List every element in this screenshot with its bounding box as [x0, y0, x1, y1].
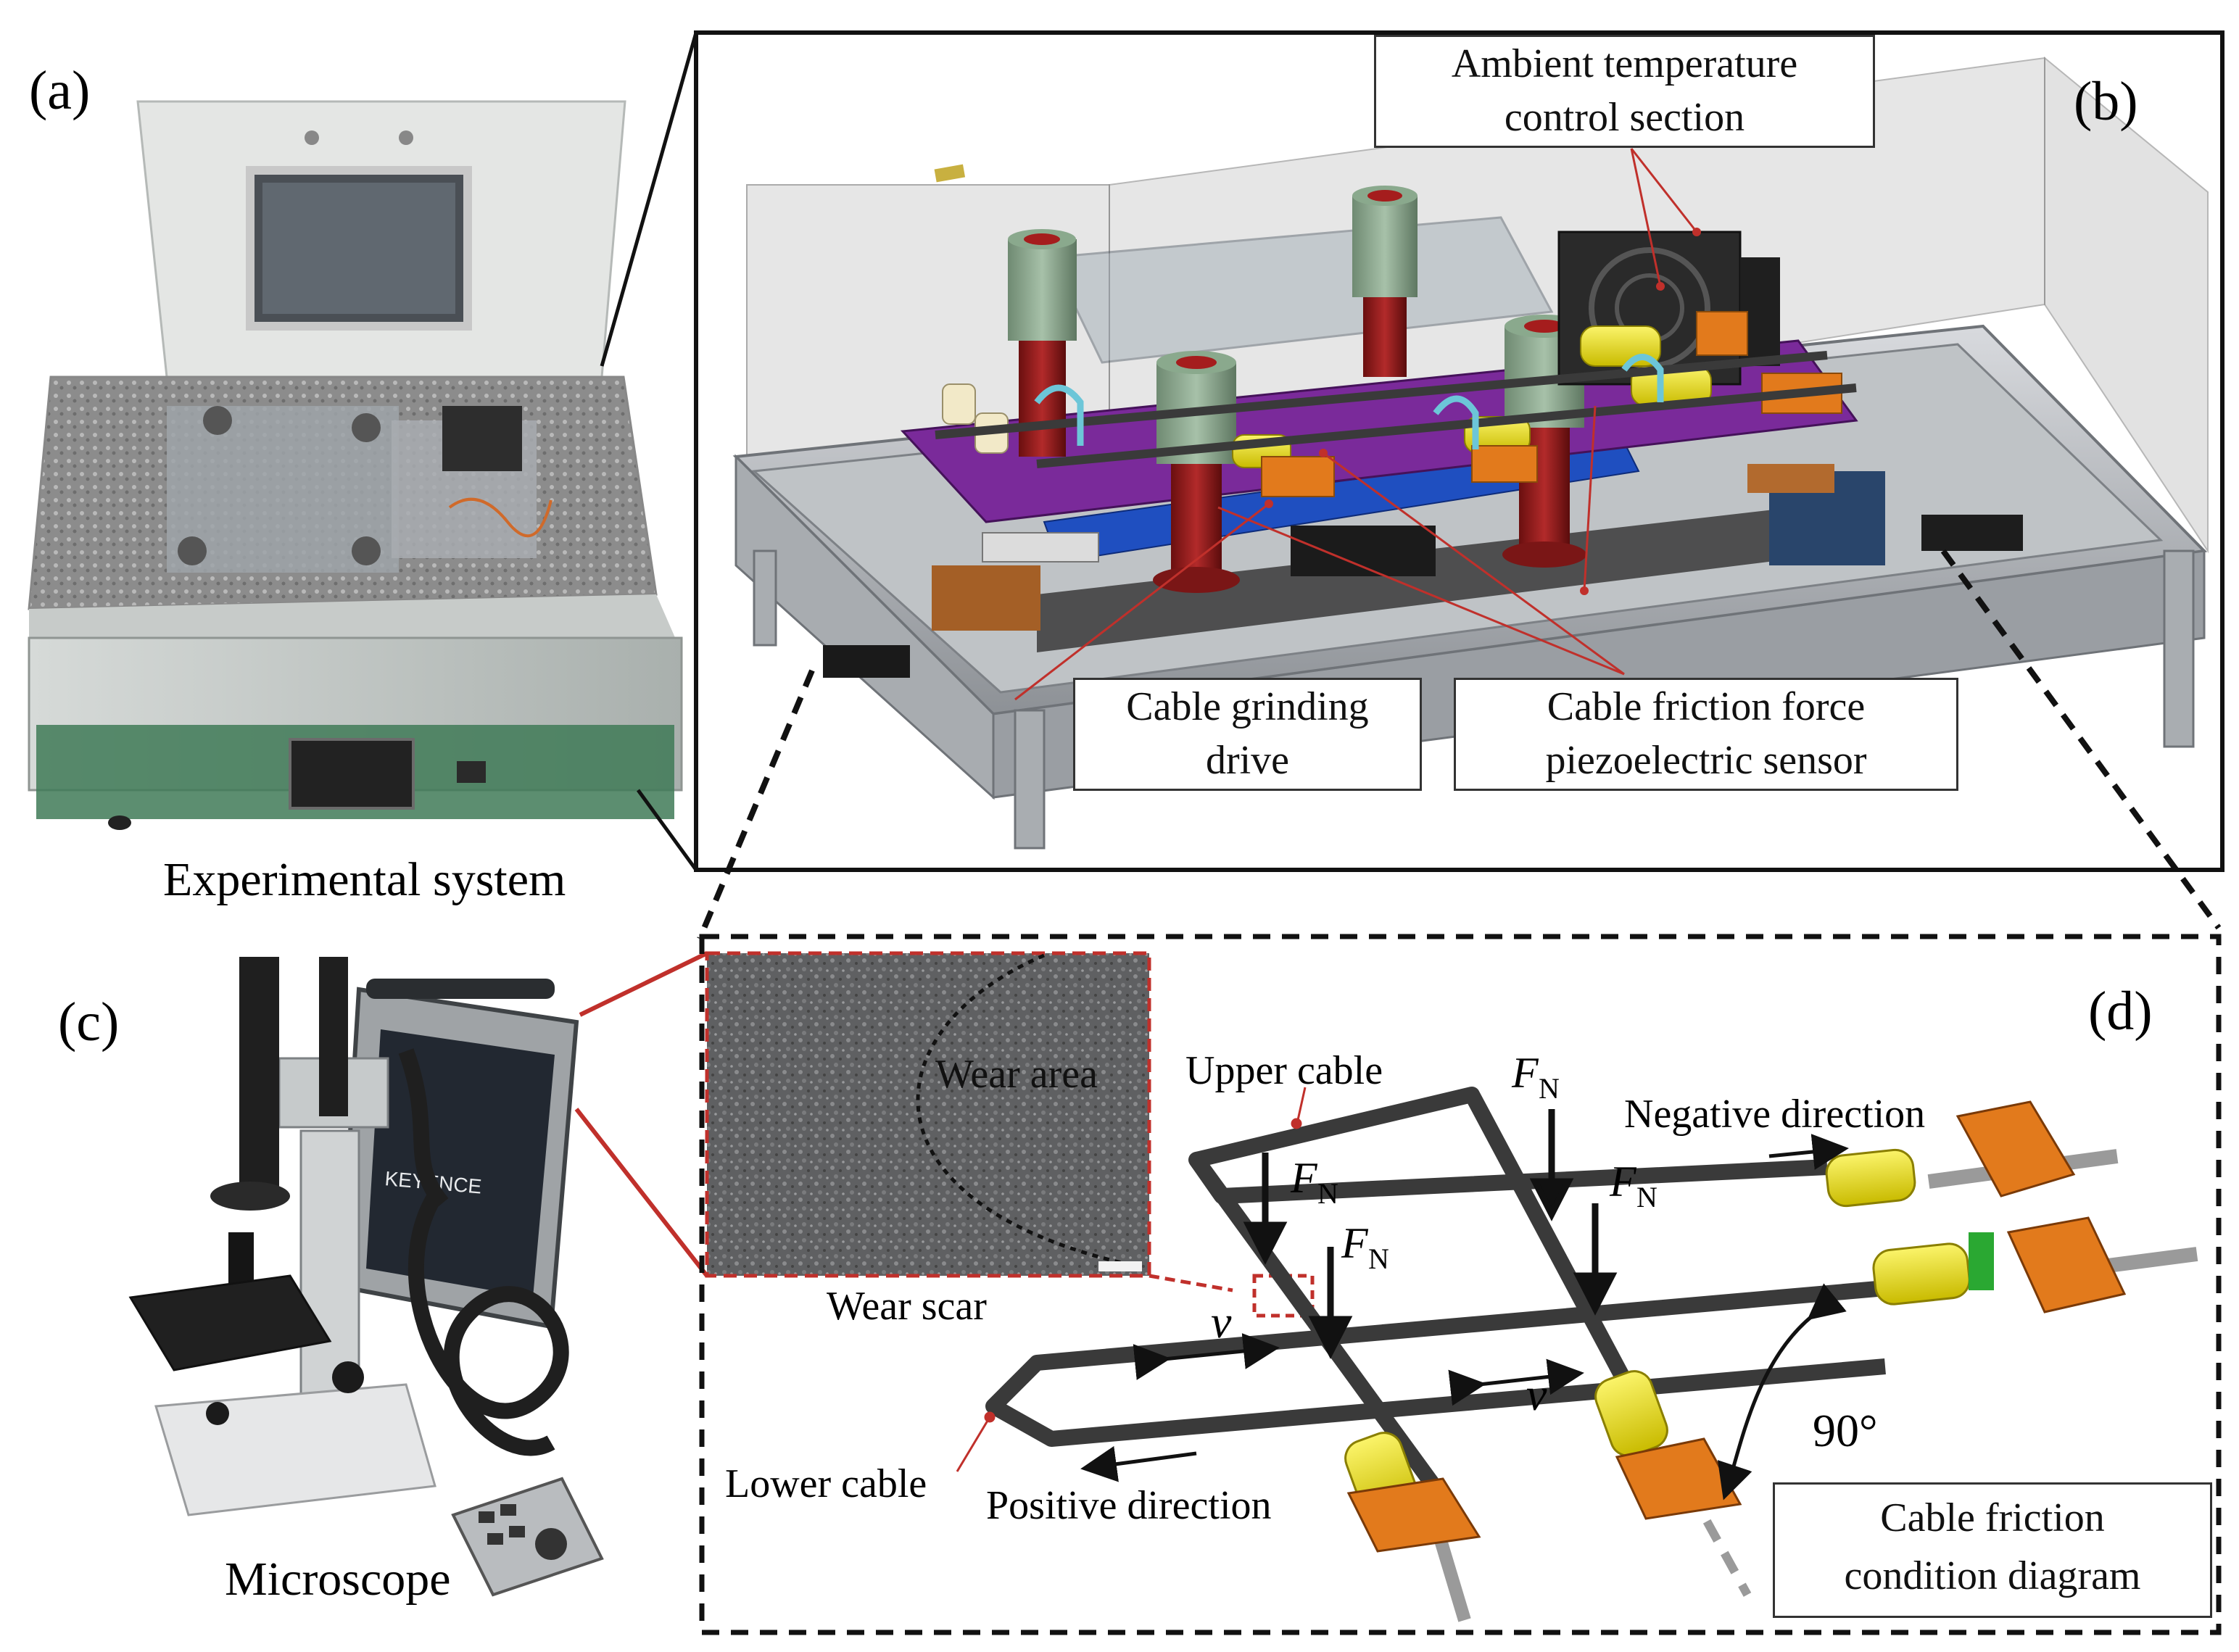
magnify-connector-bottom [574, 1108, 709, 1277]
cable-geometry [956, 1087, 2198, 1622]
label-wear-scar: Wear scar [827, 1284, 987, 1329]
bracket-lower-right [2006, 1216, 2127, 1313]
normal-force-labels: F N F N F N F N [1290, 1049, 1657, 1275]
callout-diagram-line1: Cable friction [1880, 1495, 2105, 1540]
green-ring-right [1969, 1232, 1994, 1290]
label-wear-area: Wear area [935, 1052, 1098, 1097]
panel-letter-a: (a) [29, 60, 90, 121]
wear-link-line [1149, 1274, 1233, 1292]
label-positive-direction: Positive direction [986, 1483, 1272, 1528]
callout-ambient-line2: control section [1504, 95, 1745, 140]
bracket-bottom-left [1346, 1477, 1481, 1553]
callout-ambient-line1: Ambient temperature [1451, 41, 1798, 86]
label-angle: 90° [1813, 1405, 1878, 1456]
fn-subscript-4: N [1368, 1242, 1389, 1275]
fn-symbol-4: F [1341, 1219, 1369, 1267]
fn-subscript-3: N [1636, 1181, 1657, 1213]
label-upper-cable: Upper cable [1185, 1048, 1383, 1093]
callout-grinding-line1: Cable grinding [1126, 684, 1369, 729]
wear-area-micrograph [705, 951, 1151, 1278]
zoom-connector-bottom [636, 789, 698, 871]
3d-model-render [732, 56, 2209, 850]
caption-experimental-system: Experimental system [163, 853, 566, 906]
callout-friction-line2: piezoelectric sensor [1545, 738, 1867, 783]
zoom-dashed-right [1940, 549, 2222, 930]
fn-symbol-3: F [1609, 1158, 1637, 1205]
callout-diagram-line2: condition diagram [1844, 1553, 2141, 1598]
callout-grinding-line2: drive [1205, 738, 1290, 783]
coupler-lower-right [1872, 1242, 1971, 1306]
microscope-photo: KEYENCE [128, 957, 604, 1597]
panel-letter-c: (c) [58, 992, 119, 1053]
velocity-label-right: v [1526, 1369, 1547, 1420]
magnify-connector-top [579, 951, 708, 1017]
panel-d-frame [699, 934, 2222, 1635]
callout-cable-grinding-drive: Cable grinding drive [1073, 678, 1422, 791]
panel-letter-b: (b) [2074, 71, 2138, 132]
fn-symbol-2: F [1290, 1154, 1318, 1202]
zoom-connector-top [600, 32, 698, 367]
lower-cable [985, 1275, 1944, 1447]
label-negative-direction: Negative direction [1624, 1092, 1925, 1137]
callout-ambient-temperature: Ambient temperature control section [1374, 35, 1875, 148]
panel-letter-d: (d) [2088, 981, 2153, 1042]
callout-friction-line1: Cable friction force [1547, 684, 1866, 729]
label-lower-cable: Lower cable [725, 1461, 927, 1506]
fn-subscript-2: N [1317, 1177, 1338, 1210]
fn-subscript-1: N [1539, 1072, 1560, 1105]
caption-microscope: Microscope [225, 1553, 451, 1606]
coupler-upper-right [1825, 1148, 1916, 1208]
experimental-system-photo [28, 100, 683, 830]
callout-friction-force-sensor: Cable friction force piezoelectric senso… [1454, 678, 1958, 791]
bracket-upper-right [1955, 1100, 2076, 1198]
velocity-label-left: v [1211, 1296, 1232, 1348]
zoom-dashed-left [697, 669, 815, 940]
bracket-bottom-right [1615, 1437, 1742, 1520]
callout-condition-diagram: Cable friction condition diagram [1773, 1482, 2212, 1618]
fn-symbol-1: F [1511, 1049, 1539, 1097]
